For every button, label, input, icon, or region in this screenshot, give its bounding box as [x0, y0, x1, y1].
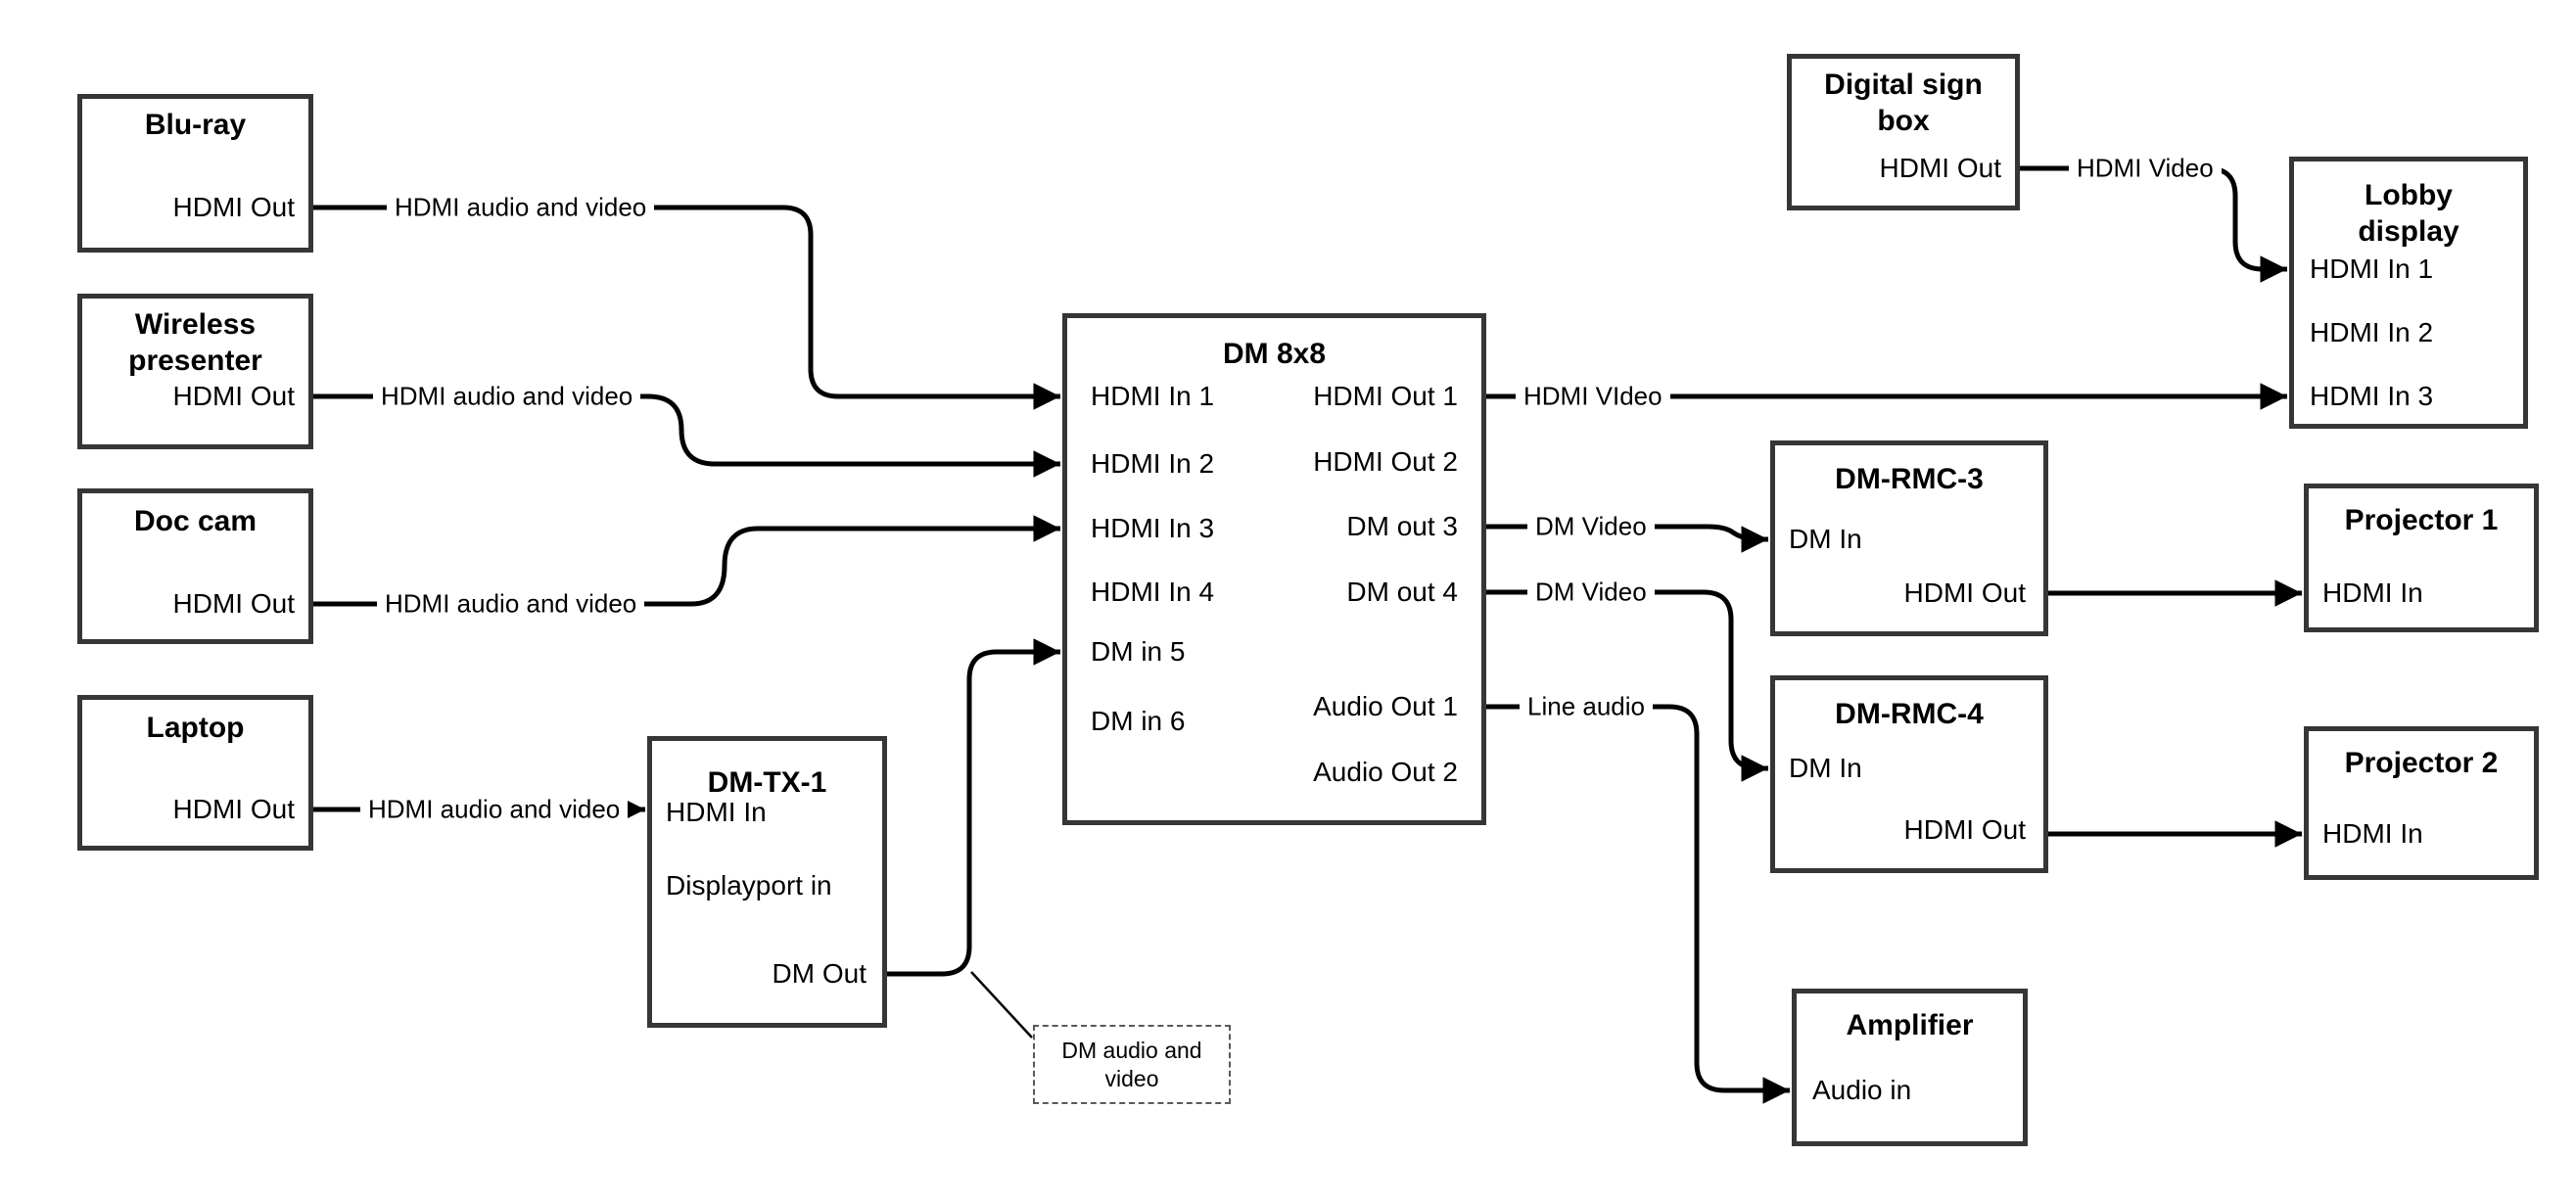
edge-doccam-to-dm8x8: [313, 515, 1060, 607]
edge-label-dm-video-out4: DM Video: [1527, 577, 1655, 608]
port-dm8x8-hdmi-out-1: HDMI Out 1: [1313, 381, 1458, 411]
port-dmtx1-dm-out: DM Out: [772, 958, 866, 989]
node-wireless-presenter: Wireless presenter HDMI Out: [77, 294, 313, 449]
port-dm8x8-hdmi-in-1: HDMI In 1: [1091, 381, 1215, 411]
port-dm8x8-hdmi-in-4: HDMI In 4: [1091, 577, 1215, 607]
port-dmtx1-displayport-in: Displayport in: [666, 870, 832, 901]
node-projector-1-title: Projector 1: [2344, 504, 2499, 536]
node-amplifier-title: Amplifier: [1846, 1009, 1974, 1041]
node-dm-8x8-title: DM 8x8: [1222, 338, 1327, 370]
port-dm8x8-hdmi-in-3: HDMI In 3: [1091, 513, 1215, 543]
node-dm-rmc-4-title: DM-RMC-4: [1835, 698, 1984, 730]
node-amplifier: Amplifier Audio in: [1792, 989, 2028, 1146]
node-lobby-display: Lobby display HDMI In 1 HDMI In 2 HDMI I…: [2289, 157, 2528, 429]
node-dm-rmc-3-title: DM-RMC-3: [1835, 463, 1984, 495]
note-leader-line: [970, 971, 1033, 1039]
edge-label-dm-video-out3: DM Video: [1527, 511, 1655, 542]
edge-label-laptop-hdmi-av: HDMI audio and video: [360, 794, 629, 825]
port-doccam-hdmi-out: HDMI Out: [172, 588, 295, 619]
node-bluray: Blu-ray HDMI Out: [77, 94, 313, 253]
node-lobby-display-title: Lobby display: [2358, 179, 2459, 248]
edge-label-wireless-hdmi-av: HDMI audio and video: [373, 381, 641, 412]
edge-label-bluray-hdmi-av: HDMI audio and video: [387, 192, 655, 223]
note-dm-audio-video: DM audio and video: [1033, 1025, 1231, 1104]
node-projector-1: Projector 1 HDMI In: [2304, 484, 2539, 632]
port-lobby-hdmi-in-3: HDMI In 3: [2310, 381, 2434, 411]
port-lobby-hdmi-in-1: HDMI In 1: [2310, 254, 2434, 284]
port-proj2-hdmi-in: HDMI In: [2322, 818, 2423, 849]
node-dm-8x8: DM 8x8 HDMI In 1 HDMI In 2 HDMI In 3 HDM…: [1062, 313, 1486, 825]
port-rmc4-dm-in: DM In: [1789, 753, 1862, 783]
node-dm-rmc-3: DM-RMC-3 DM In HDMI Out: [1770, 440, 2048, 636]
port-dm8x8-audio-out-2: Audio Out 2: [1313, 757, 1458, 787]
node-laptop-title: Laptop: [146, 712, 245, 744]
port-dm8x8-dm-out-3: DM out 3: [1346, 511, 1458, 541]
edge-label-hdmi-video-sign: HDMI Video: [2069, 153, 2222, 184]
port-dm8x8-audio-out-1: Audio Out 1: [1313, 691, 1458, 721]
port-amp-audio-in: Audio in: [1812, 1075, 1912, 1105]
node-projector-2: Projector 2 HDMI In: [2304, 726, 2539, 880]
node-dm-tx-1: DM-TX-1 HDMI In Displayport in DM Out: [647, 736, 887, 1028]
port-dm8x8-dm-out-4: DM out 4: [1346, 577, 1458, 607]
edge-dmout4-to-rmc4: [1486, 589, 1768, 782]
port-proj1-hdmi-in: HDMI In: [2322, 577, 2423, 608]
port-dm8x8-hdmi-in-2: HDMI In 2: [1091, 448, 1215, 479]
node-laptop: Laptop HDMI Out: [77, 695, 313, 851]
edge-label-hdmi-video-out1: HDMI VIdeo: [1516, 381, 1670, 412]
port-lobby-hdmi-in-2: HDMI In 2: [2310, 317, 2434, 347]
node-digital-sign-box: Digital sign box HDMI Out: [1787, 54, 2020, 210]
edge-bluray-to-dm8x8: [313, 205, 1060, 410]
node-dm-rmc-4: DM-RMC-4 DM In HDMI Out: [1770, 675, 2048, 873]
port-wireless-hdmi-out: HDMI Out: [172, 381, 295, 411]
edge-wireless-to-dm8x8: [313, 393, 1060, 478]
node-doc-cam: Doc cam HDMI Out: [77, 488, 313, 644]
node-doc-cam-title: Doc cam: [133, 505, 258, 537]
port-laptop-hdmi-out: HDMI Out: [172, 794, 295, 824]
port-rmc3-hdmi-out: HDMI Out: [1903, 577, 2026, 608]
node-dm-tx-1-title: DM-TX-1: [707, 766, 827, 799]
port-rmc3-dm-in: DM In: [1789, 524, 1862, 554]
port-digitalsign-hdmi-out: HDMI Out: [1879, 153, 2001, 183]
edge-dmtx1-to-dm8x8: [887, 638, 1060, 977]
port-dm8x8-hdmi-out-2: HDMI Out 2: [1313, 446, 1458, 477]
node-digital-sign-box-title: Digital sign box: [1824, 69, 1983, 137]
node-wireless-presenter-title: Wireless presenter: [128, 308, 262, 377]
node-bluray-title: Blu-ray: [144, 109, 247, 141]
port-dm8x8-dm-in-5: DM in 5: [1091, 636, 1186, 667]
node-projector-2-title: Projector 2: [2344, 747, 2499, 779]
edge-dmout3-to-rmc3: [1486, 524, 1768, 553]
edge-audioout1-to-amp: [1486, 704, 1790, 1104]
edge-label-line-audio: Line audio: [1520, 691, 1653, 722]
port-bluray-hdmi-out: HDMI Out: [172, 192, 295, 222]
port-dm8x8-dm-in-6: DM in 6: [1091, 706, 1186, 736]
edge-label-doccam-hdmi-av: HDMI audio and video: [377, 588, 645, 620]
port-rmc4-hdmi-out: HDMI Out: [1903, 814, 2026, 845]
port-dmtx1-hdmi-in: HDMI In: [666, 797, 767, 827]
